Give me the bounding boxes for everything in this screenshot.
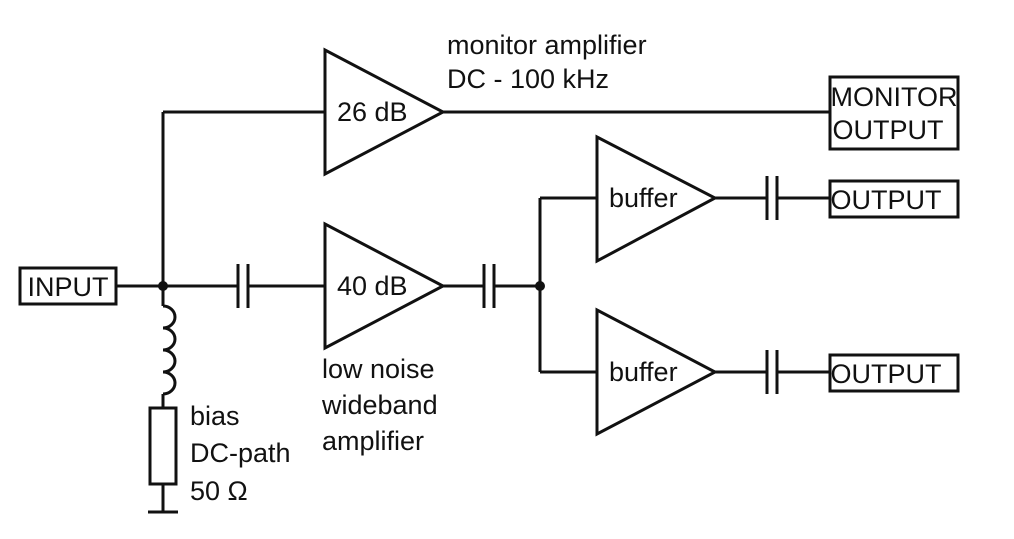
- output-1-label: OUTPUT: [831, 185, 942, 215]
- lna-caption-2: wideband: [321, 390, 438, 420]
- buffer-1: [595, 134, 719, 264]
- bias-label-3: 50 Ω: [190, 476, 248, 506]
- buffer-1-label: buffer: [609, 183, 678, 213]
- monitor-amplifier: [323, 47, 447, 177]
- output-2-box: [828, 353, 960, 393]
- bias-inductor: [162, 304, 177, 396]
- monitor-output-label-2: OUTPUT: [833, 115, 944, 145]
- output-1-box: [828, 179, 960, 219]
- low-noise-amplifier: [323, 221, 447, 351]
- lna-caption-3: amplifier: [322, 426, 424, 456]
- bias-label-2: DC-path: [190, 438, 291, 468]
- monitor-amp-caption-1: monitor amplifier: [447, 30, 647, 60]
- input-box: [18, 266, 118, 306]
- lna-caption-1: low noise: [322, 354, 435, 384]
- monitor-output-label-1: MONITOR: [831, 82, 958, 112]
- monitor-amp-caption-2: DC - 100 kHz: [447, 64, 609, 94]
- bias-label-1: bias: [190, 401, 240, 431]
- input-label: INPUT: [28, 272, 109, 302]
- bias-resistor: [148, 406, 178, 486]
- output-2-label: OUTPUT: [831, 359, 942, 389]
- buffer-2-label: buffer: [609, 357, 678, 387]
- monitor-output-box: [828, 75, 960, 151]
- monitor-amp-gain: 26 dB: [337, 97, 408, 127]
- buffer-2: [595, 307, 719, 437]
- lna-gain: 40 dB: [337, 271, 408, 301]
